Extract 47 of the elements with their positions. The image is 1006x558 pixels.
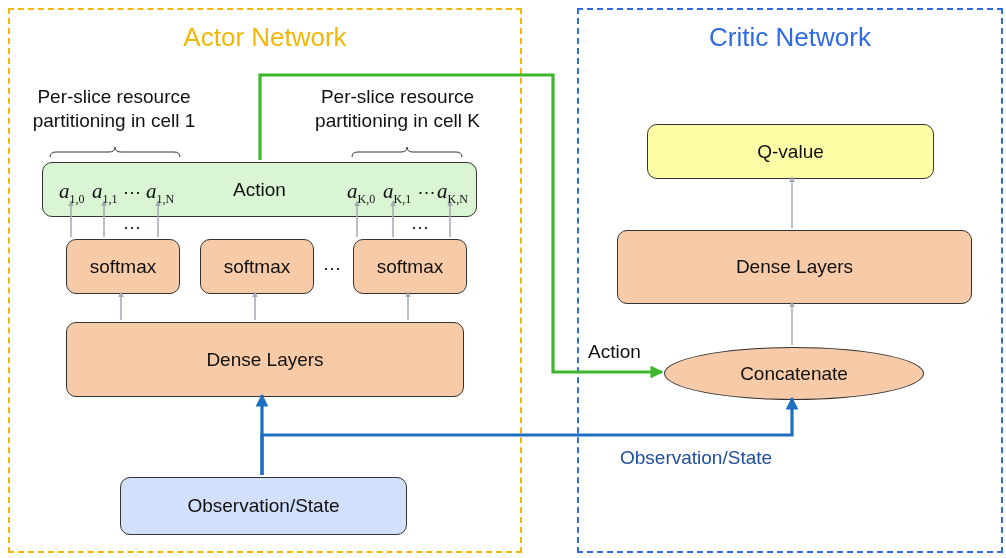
math-symbol: a$_{1,0}$ (59, 179, 85, 208)
node-label: Observation/State (187, 495, 340, 517)
process-box (120, 477, 407, 535)
arrow (789, 176, 795, 229)
arrow (101, 200, 107, 238)
process-box (42, 162, 477, 217)
arrow (118, 291, 124, 321)
arrow (354, 200, 360, 238)
ellipsis: … (122, 211, 142, 235)
node-label: Concatenate (740, 362, 848, 385)
ellipsis: … (322, 252, 342, 276)
panel-title: Actor Network (183, 22, 347, 52)
dashed-panel (577, 8, 1003, 553)
process-box (66, 322, 464, 397)
math-symbol: a$_{K,1}$ (383, 179, 412, 208)
ellipsis: … (122, 176, 142, 200)
process-box (200, 239, 314, 294)
math-symbol: a$_{K,N}$ (437, 179, 468, 208)
arrow (258, 73, 664, 379)
math-symbol: a$_{1,N}$ (146, 179, 175, 208)
node-label: Dense Layers (735, 256, 854, 278)
arrow (155, 200, 161, 238)
node-label: Dense Layers (206, 348, 324, 371)
ellipsis: … (417, 176, 433, 200)
panel-title: Critic Network (709, 22, 871, 52)
process-box (66, 239, 180, 294)
dashed-panel (8, 8, 522, 553)
math-symbol: a$_{1,1}$ (92, 179, 118, 208)
annotation: Per-slice resource partitioning in cell K (314, 85, 481, 133)
arrow (405, 291, 411, 321)
process-box (647, 124, 934, 179)
annotation: Per-slice resource partitioning in cell 1 (31, 85, 197, 133)
arrow (447, 200, 453, 238)
arrow (252, 291, 258, 321)
arrow (68, 200, 74, 238)
math-symbol: a$_{K,0}$ (347, 179, 376, 208)
arrow (390, 200, 396, 238)
node-label: softmax (223, 255, 291, 278)
node-label: softmax (89, 255, 157, 278)
node-label: Action (233, 178, 286, 201)
process-box (617, 230, 972, 304)
node-label: Q-value (757, 140, 824, 163)
arrow (789, 301, 795, 346)
ellipsis: … (410, 211, 430, 235)
process-box (353, 239, 467, 294)
node-label: softmax (376, 255, 444, 278)
arrow (260, 396, 799, 475)
